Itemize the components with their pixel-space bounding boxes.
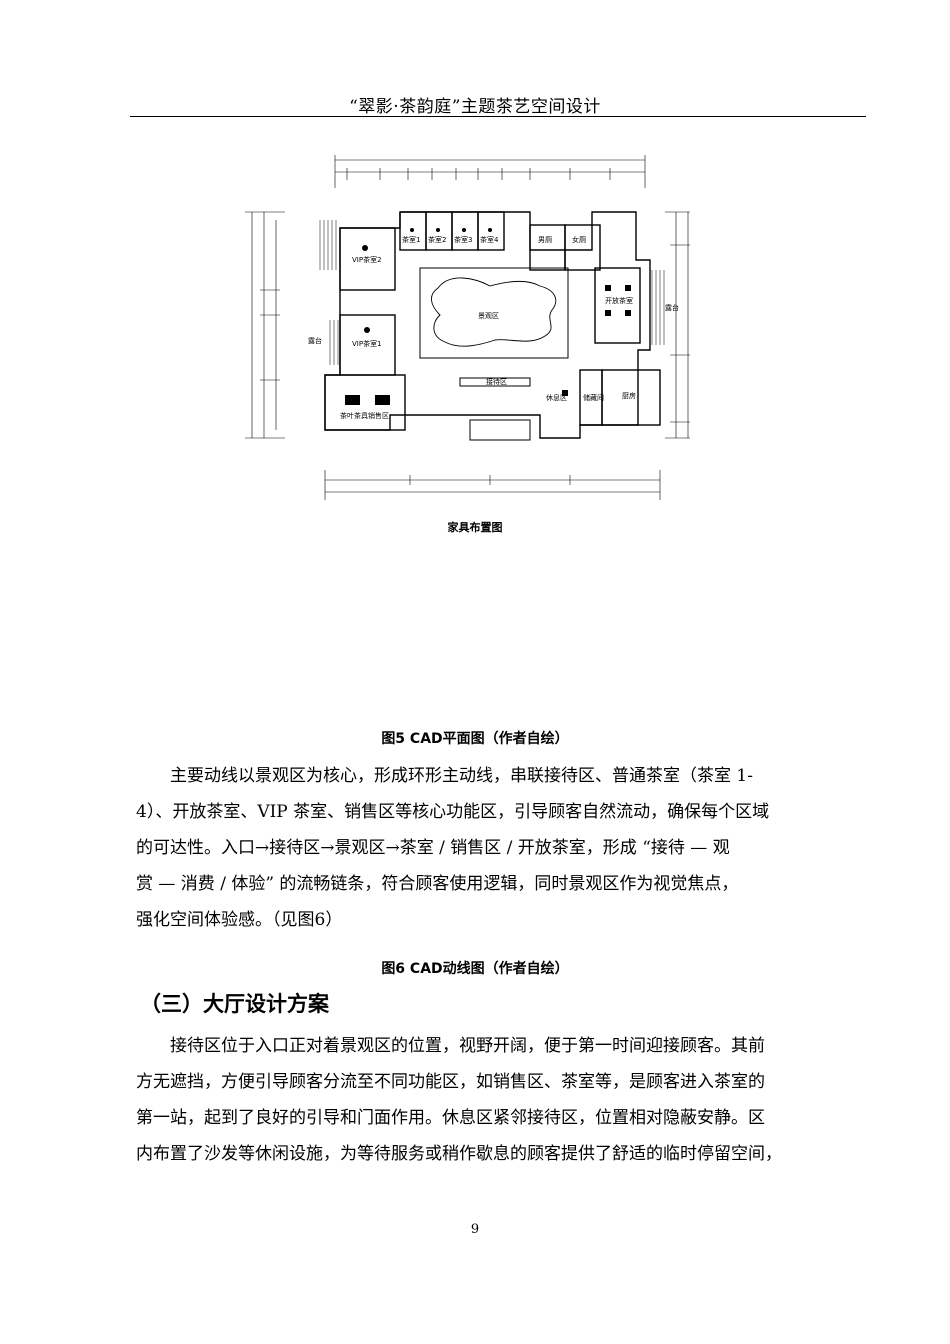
plan-label-female: 女厕 [572,235,586,244]
figure-5-caption: 图5 CAD平面图（作者自绘） [381,731,569,747]
plan-label-tea2: 茶室2 [428,235,446,244]
paragraph-line: 4）、开放茶室、VIP 茶室、销售区等核心功能区，引导顾客自然流动，确保每个区域 [136,802,770,822]
plan-label-rest: 休息区 [546,393,567,402]
plan-caption: 家具布置图 [447,521,503,534]
paragraph-line: 方无遮挡，方便引导顾客分流至不同功能区，如销售区、茶室等，是顾客进入茶室的 [136,1072,765,1092]
header-rule [130,116,866,117]
plan-label-tea1: 茶室1 [402,235,420,244]
plan-label-landscape: 景观区 [478,312,499,320]
plan-label-tea3: 茶室3 [454,235,472,244]
plan-label-sales: 茶叶茶具销售区 [340,411,389,420]
plan-label-vip2: VIP茶室2 [352,255,382,264]
plan-label-reception: 接待区 [486,377,507,386]
plan-label-open-tea: 开放茶室 [605,296,633,305]
plan-label-storage: 储藏间 [583,393,604,402]
plan-label-terrace-left: 露台 [308,336,322,345]
paragraph-line: 第一站，起到了良好的引导和门面作用。休息区紧邻接待区，位置相对隐蔽安静。区 [136,1108,765,1128]
paragraph-line: 赏 — 消费 / 体验” 的流畅链条，符合顾客使用逻辑，同时景观区作为视觉焦点， [136,874,739,894]
paragraph-line: 接待区位于入口正对着景观区的位置，视野开阔，便于第一时间迎接顾客。其前 [170,1036,765,1056]
paragraph-line: 内布置了沙发等休闲设施，为等待服务或稍作歇息的顾客提供了舒适的临时停留空间， [136,1144,782,1164]
plan-label-tea4: 茶室4 [480,235,499,244]
page-header-title: “翠影·茶韵庭”主题茶艺空间设计 [349,97,601,117]
cad-floor-plan: 茶室1 茶室2 茶室3 茶室4 男厕 女厕 VIP茶室2 VIP茶室1 景观区 … [245,155,690,500]
paragraph-line: 的可达性。入口→接待区→景观区→茶室 / 销售区 / 开放茶室，形成 “接待 —… [136,838,730,858]
paragraph-circulation: 主要动线以景观区为核心，形成环形主动线，串联接待区、普通茶室（茶室 1- 4）、… [136,758,856,938]
paragraph-hall-design: 接待区位于入口正对着景观区的位置，视野开阔，便于第一时间迎接顾客。其前 方无遮挡… [136,1028,856,1172]
page-number: 9 [470,1222,480,1237]
plan-label-vip1: VIP茶室1 [352,339,382,348]
plan-label-terrace-right: 露台 [665,303,679,312]
paragraph-line: 强化空间体验感。（见图6） [136,910,343,930]
plan-label-kitchen: 厨房 [622,391,636,400]
section-title: （三）大厅设计方案 [140,992,329,1016]
figure-6-caption: 图6 CAD动线图（作者自绘） [381,961,569,977]
paragraph-line: 主要动线以景观区为核心，形成环形主动线，串联接待区、普通茶室（茶室 1- [170,766,753,786]
plan-label-male: 男厕 [538,236,552,244]
